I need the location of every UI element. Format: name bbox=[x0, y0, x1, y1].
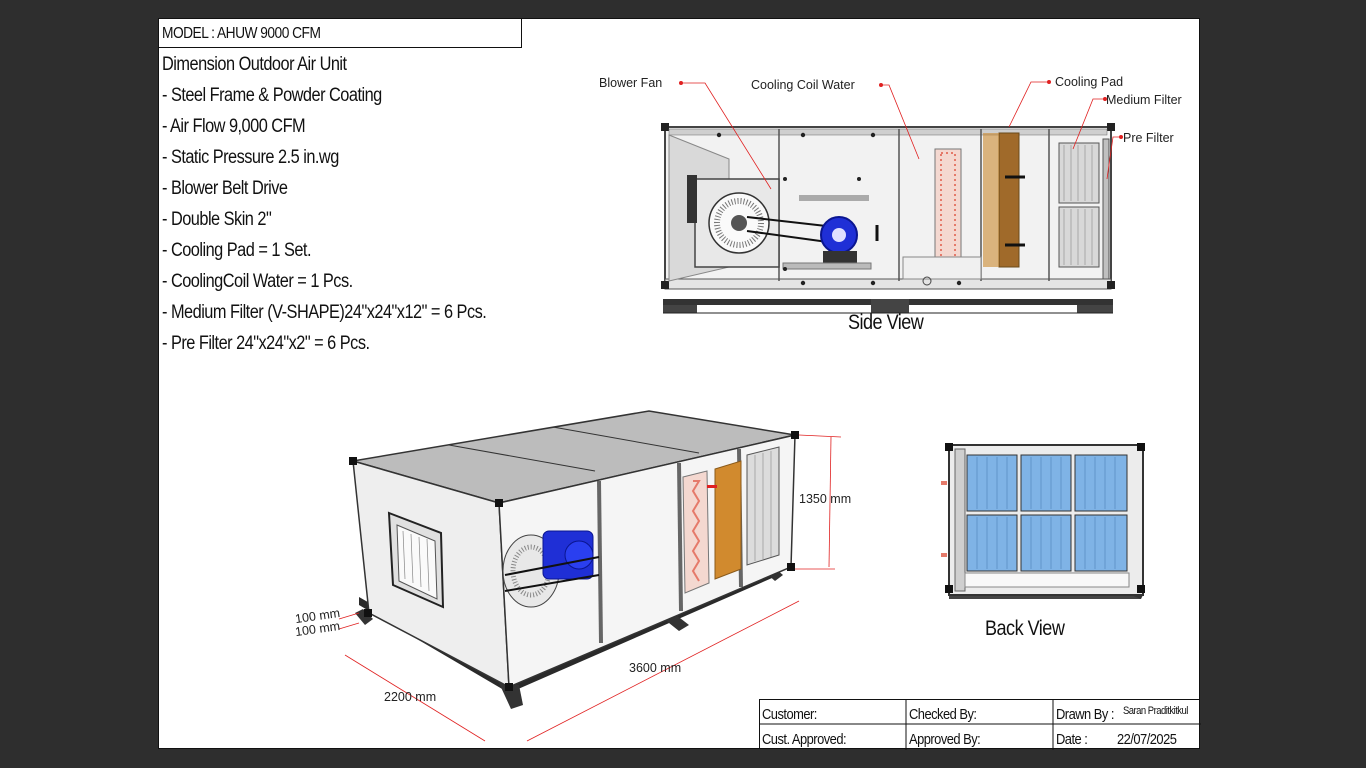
callout-cooling-coil: Cooling Coil Water bbox=[751, 78, 855, 92]
spec-item: - Cooling Pad = 1 Set. bbox=[162, 240, 311, 261]
side-skid-mid bbox=[871, 299, 909, 313]
drawing-graphics bbox=[338, 80, 1201, 750]
drawn-by-label: Drawn By : bbox=[1056, 706, 1114, 723]
spec-item: - Blower Belt Drive bbox=[162, 178, 288, 199]
iso-view-drawing bbox=[338, 410, 842, 742]
callout-pre-filter: Pre Filter bbox=[1123, 131, 1174, 145]
checked-by-label: Checked By: bbox=[909, 706, 977, 723]
date-value: 22/07/2025 bbox=[1117, 731, 1177, 748]
spec-item-title: Dimension Outdoor Air Unit bbox=[162, 54, 347, 75]
side-skid-right bbox=[1077, 305, 1113, 313]
back-filter-grid bbox=[966, 454, 1128, 572]
dim-width: 2200 mm bbox=[384, 690, 437, 704]
spec-item: - CoolingCoil Water = 1 Pcs. bbox=[162, 271, 353, 292]
spec-item: - Double Skin 2" bbox=[162, 209, 272, 230]
spec-item: - Pre Filter 24"x24"x2" = 6 Pcs. bbox=[162, 333, 370, 354]
model-header: MODEL : AHUW 9000 CFM bbox=[159, 19, 522, 48]
drawing-sheet: MODEL : AHUW 9000 CFM Dimension Outdoor … bbox=[158, 18, 1201, 750]
spec-item: - Static Pressure 2.5 in.wg bbox=[162, 147, 339, 168]
spec-list: Dimension Outdoor Air Unit - Steel Frame… bbox=[162, 51, 539, 361]
spec-item: - Steel Frame & Powder Coating bbox=[162, 85, 382, 106]
title-block-lines bbox=[759, 699, 1201, 750]
cooling-pad-side bbox=[998, 132, 1020, 268]
spec-item: - Air Flow 9,000 CFM bbox=[162, 116, 306, 137]
iso-pad bbox=[714, 460, 742, 580]
cust-approved-label: Cust. Approved: bbox=[762, 731, 847, 748]
pre-filter-side bbox=[1102, 138, 1110, 280]
callout-medium-filter: Medium Filter bbox=[1106, 93, 1182, 107]
back-view-drawing bbox=[941, 443, 1145, 599]
iso-coil bbox=[682, 470, 710, 594]
title-block bbox=[759, 699, 1200, 749]
side-view-title: Side View bbox=[848, 311, 924, 334]
model-text: MODEL : AHUW 9000 CFM bbox=[162, 25, 321, 42]
cooling-coil-side bbox=[934, 148, 962, 268]
approved-by-label: Approved By: bbox=[909, 731, 981, 748]
dim-length: 3600 mm bbox=[629, 661, 682, 675]
drawn-by-name: Saran Praditkitkul bbox=[1123, 705, 1188, 717]
callout-blower-fan: Blower Fan bbox=[599, 76, 663, 90]
side-skid-left bbox=[663, 305, 697, 313]
dim-height: 1350 mm bbox=[799, 492, 852, 506]
customer-label: Customer: bbox=[762, 706, 817, 723]
back-view-title: Back View bbox=[985, 617, 1065, 640]
side-view-drawing bbox=[661, 80, 1123, 314]
medium-filter-side bbox=[1058, 142, 1100, 204]
callout-cooling-pad: Cooling Pad bbox=[1055, 75, 1124, 89]
date-label: Date : bbox=[1056, 731, 1088, 748]
spec-item: - Medium Filter (V-SHAPE)24"x24"x12" = 6… bbox=[162, 302, 487, 323]
